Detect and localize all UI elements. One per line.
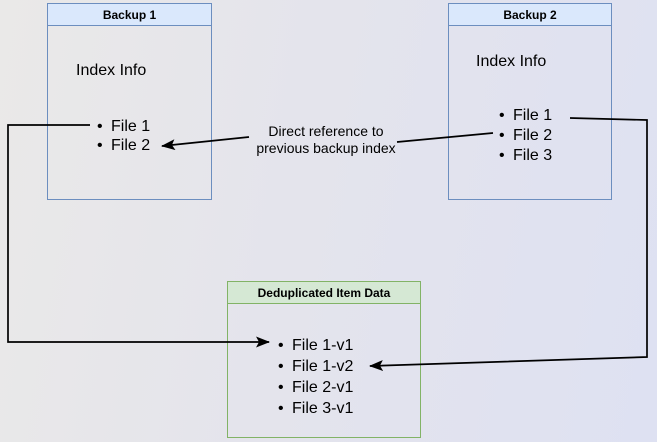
- backup1-file-2: File 2: [97, 136, 150, 155]
- backup1-index-info-label: Index Info: [76, 62, 147, 79]
- edge-label-line1: Direct reference to: [268, 123, 384, 139]
- dedup-file-list: File 1-v1 File 1-v2 File 2-v1 File 3-v1: [278, 335, 353, 419]
- backup1-header: Backup 1: [48, 4, 211, 26]
- backup1-box: Backup 1: [47, 3, 212, 200]
- backup2-file-1: File 1: [499, 106, 552, 126]
- backup2-file-list: File 1 File 2 File 3: [499, 106, 552, 166]
- direct-reference-edge-label: Direct reference to previous backup inde…: [236, 123, 416, 156]
- backup1-file-1: File 1: [97, 117, 150, 136]
- dedup-file-1-v1: File 1-v1: [278, 335, 353, 356]
- edge-label-line2: previous backup index: [256, 139, 396, 156]
- dedup-header: Deduplicated Item Data: [228, 282, 420, 304]
- dedup-file-3-v1: File 3-v1: [278, 398, 353, 419]
- backup1-file-list: File 1 File 2: [97, 117, 150, 155]
- backup2-file-3: File 3: [499, 146, 552, 166]
- backup2-box: Backup 2: [448, 3, 612, 200]
- backup2-header: Backup 2: [449, 4, 611, 26]
- dedup-file-2-v1: File 2-v1: [278, 377, 353, 398]
- dedup-file-1-v2: File 1-v2: [278, 356, 353, 377]
- backup2-index-info-label: Index Info: [476, 53, 547, 70]
- backup2-file-2: File 2: [499, 126, 552, 146]
